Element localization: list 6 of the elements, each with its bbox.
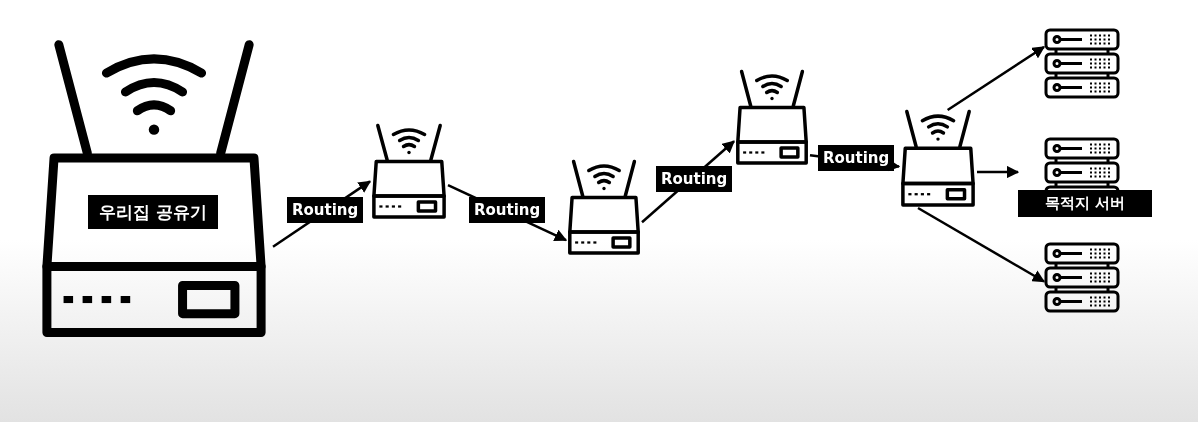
node-label: 우리집 공유기 [88,195,218,229]
node-label: 목적지 서버 [1018,190,1152,217]
edge-label: Routing [469,197,546,223]
edge-label: Routing [656,166,733,192]
edge-label: Routing [287,197,364,223]
edge-label: Routing [818,145,895,171]
